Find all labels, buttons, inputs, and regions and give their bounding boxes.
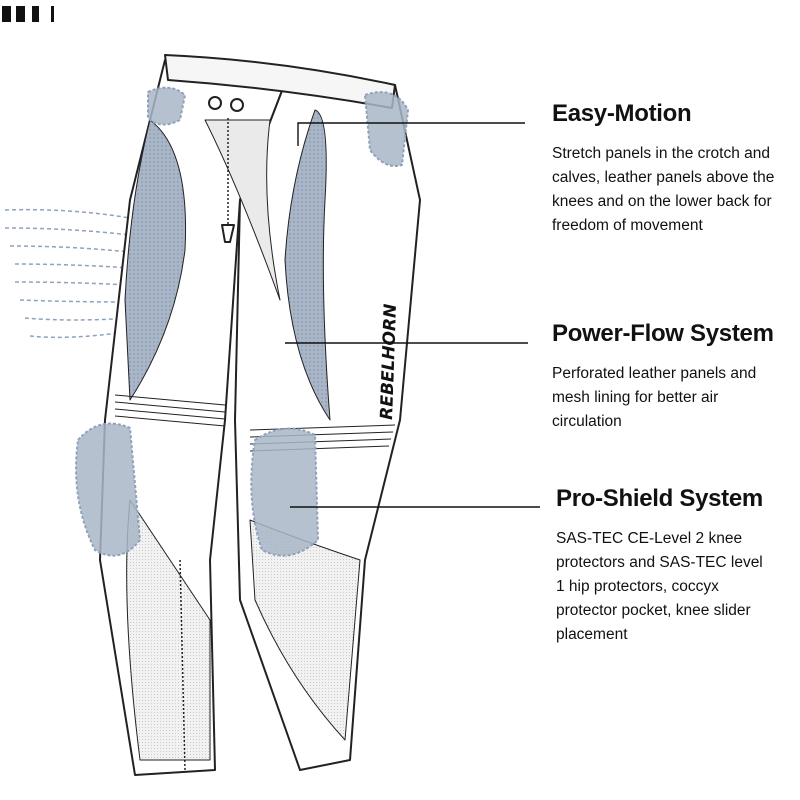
brand-logo: REBELHORN — [377, 303, 401, 420]
feature-title: Pro-Shield System — [556, 485, 763, 512]
feature-description: SAS-TEC CE-Level 2 knee protectors and S… — [556, 530, 763, 643]
feature-description: Perforated leather panels and mesh linin… — [552, 365, 757, 430]
leader-line-easy-motion — [297, 122, 525, 146]
feature-title: Power-Flow System — [552, 320, 774, 347]
trousers — [75, 54, 421, 776]
brand-bars-icon — [2, 6, 54, 22]
feature-title: Easy-Motion — [552, 100, 692, 127]
feature-description: Stretch panels in the crotch and calves,… — [552, 145, 775, 234]
feature-power-flow: Power-Flow System Perforated leather pan… — [552, 320, 800, 434]
feature-pro-shield: Pro-Shield System SAS-TEC CE-Level 2 kne… — [556, 485, 800, 647]
feature-easy-motion: Easy-Motion Stretch panels in the crotch… — [552, 100, 800, 238]
leader-lines — [285, 122, 540, 508]
airflow-lines-icon — [4, 208, 131, 339]
